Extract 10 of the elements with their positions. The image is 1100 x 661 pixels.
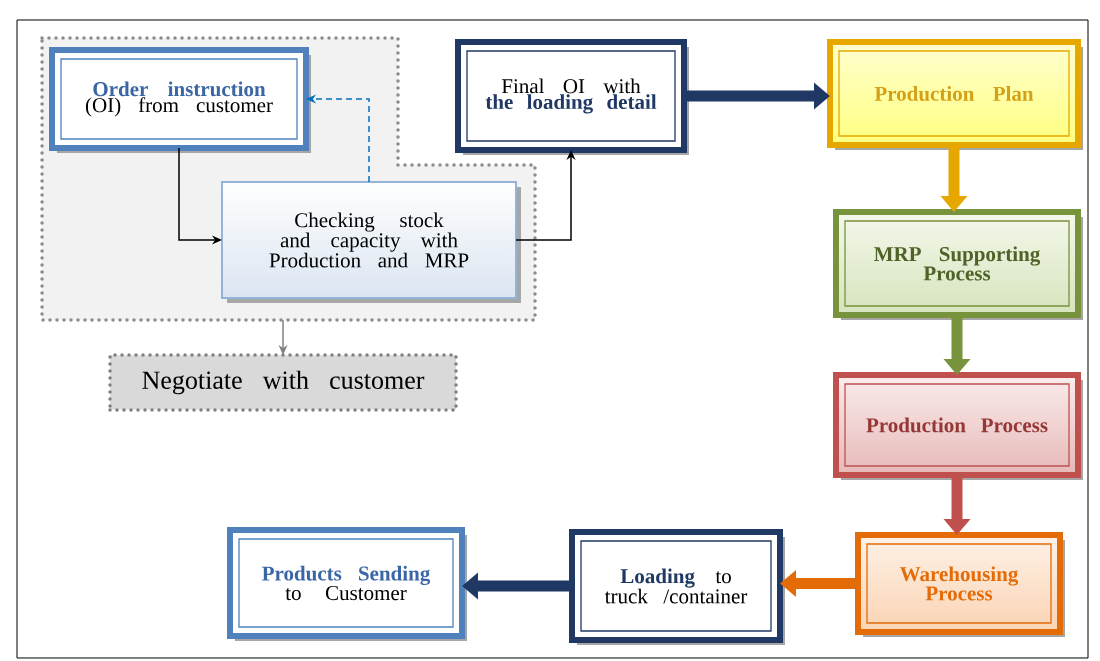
process-box: Final OI with the loading detail: [455, 39, 689, 155]
process-box: Loading to truck /container: [569, 529, 785, 645]
process-box: Production Plan: [827, 39, 1083, 150]
outcome-box: Negotiate with customer: [108, 353, 458, 412]
process-box: Order instruction (OI) from customer: [49, 47, 311, 153]
process-box: Warehousing Process: [855, 532, 1065, 637]
process-box: Products Sending to Customer: [227, 527, 467, 641]
process-box: Checking stock and capacity with Production and MRP: [221, 181, 521, 303]
process-box: MRP Supporting Process: [833, 209, 1083, 320]
process-box: Production Process: [833, 372, 1083, 480]
